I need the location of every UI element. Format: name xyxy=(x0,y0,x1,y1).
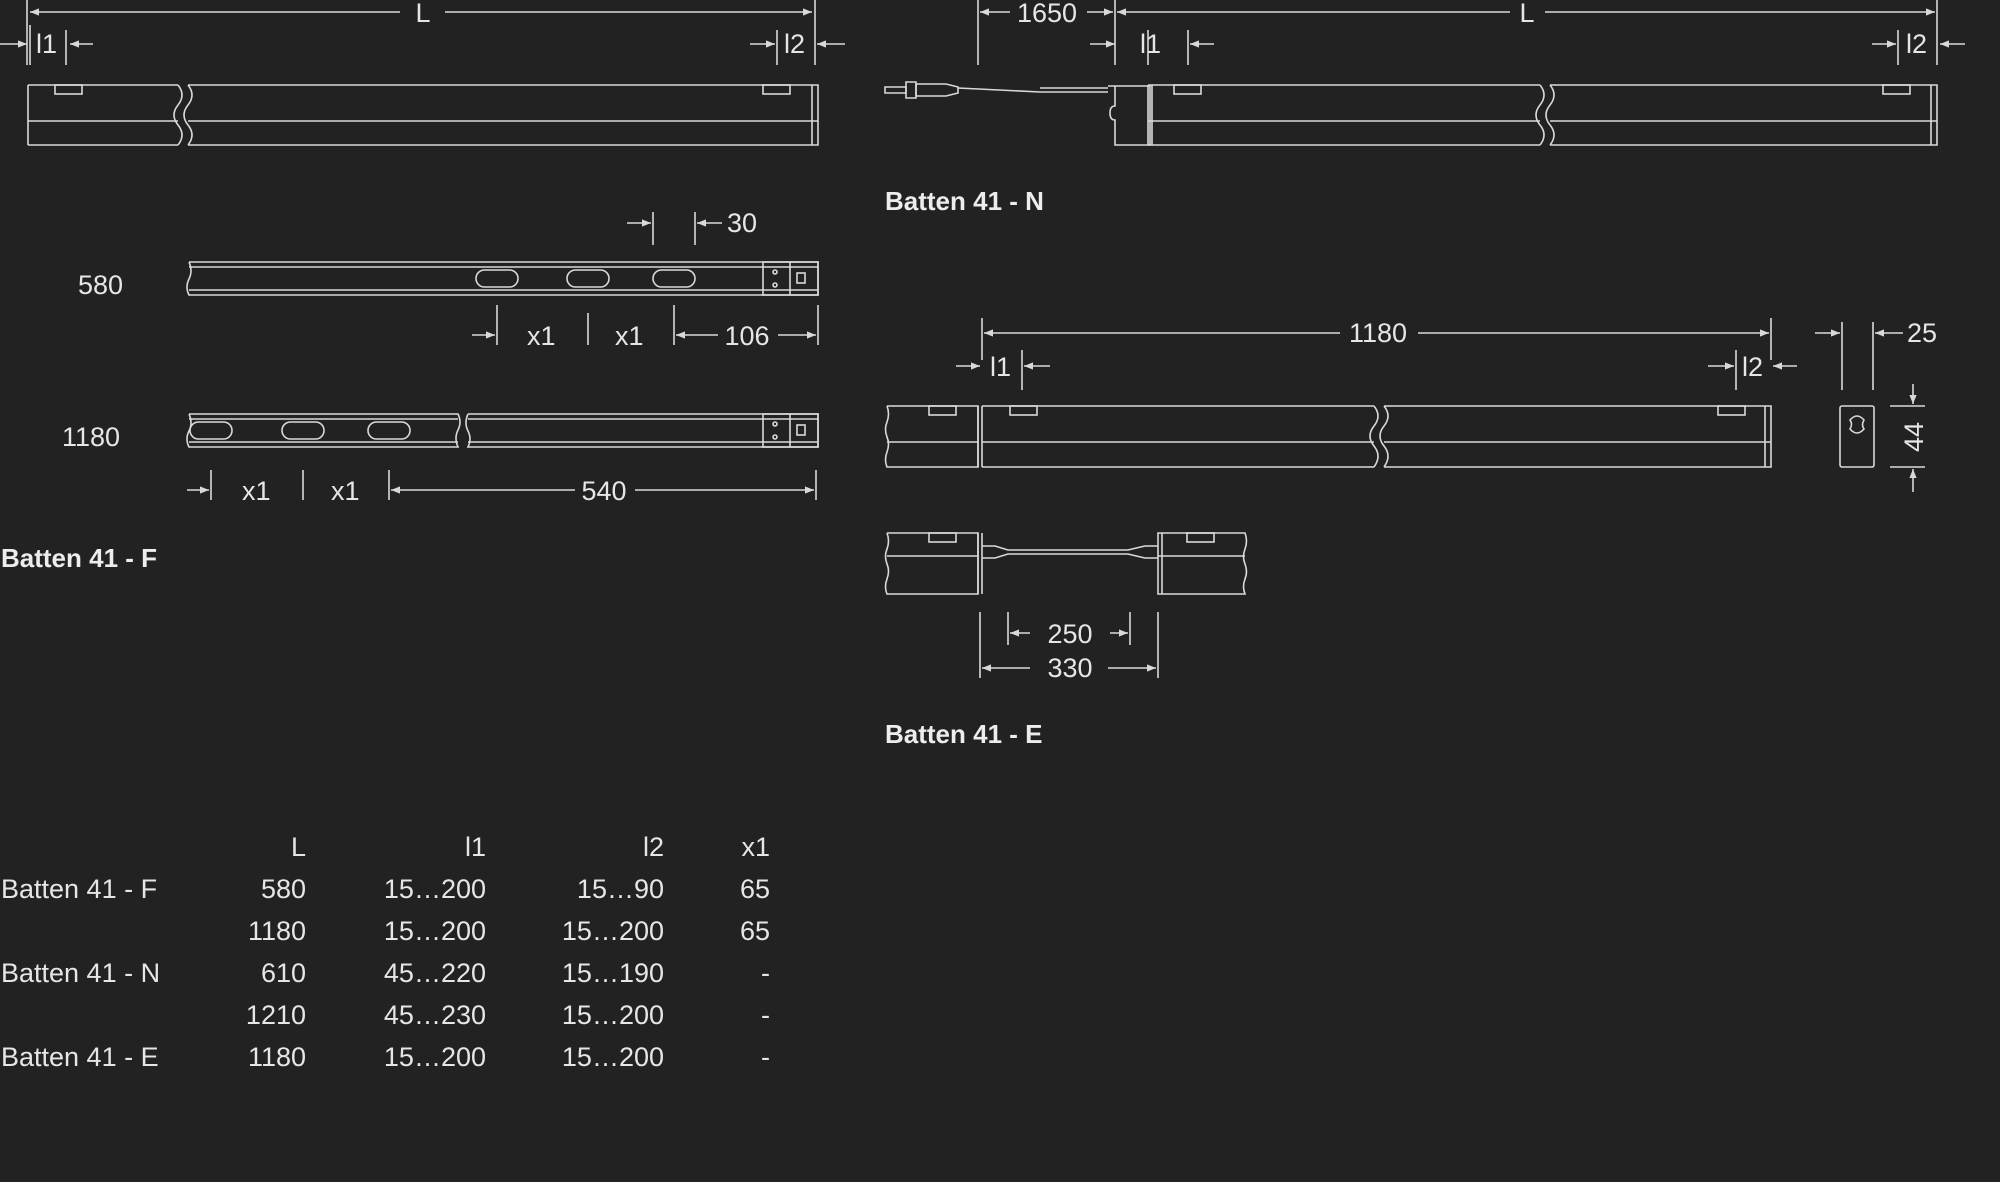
dim-l1-n: l1 xyxy=(1140,29,1161,59)
batten-f-580-profile xyxy=(186,212,819,345)
dim-1180-e: 1180 xyxy=(1349,318,1407,348)
table-row: Batten 41 - F 580 15…200 15…90 65 xyxy=(0,874,800,910)
label-1180-left: 1180 xyxy=(62,422,120,452)
heading-batten-f: Batten 41 - F xyxy=(1,543,158,573)
table-cell: 45…230 xyxy=(383,1000,486,1030)
table-cell: 45…220 xyxy=(383,958,486,988)
dim-l2-e: l2 xyxy=(1742,352,1763,382)
table-row: Batten 41 - E 1180 15…200 15…200 - xyxy=(0,1042,800,1078)
heading-batten-n: Batten 41 - N xyxy=(885,186,1044,216)
table-cell: 15…200 xyxy=(383,874,486,904)
table-cell: 580 xyxy=(260,874,306,904)
batten-n-top-view xyxy=(884,0,1965,146)
dim-x1-d: x1 xyxy=(331,476,360,506)
table-cell: - xyxy=(761,1000,770,1030)
table-cell: Batten 41 - E xyxy=(1,1042,159,1072)
dim-106: 106 xyxy=(724,321,769,351)
table-cell: 15…200 xyxy=(561,916,664,946)
table-cell: 65 xyxy=(739,874,770,904)
table-header-row: L l1 l2 x1 xyxy=(0,832,800,868)
batten-f-top-view xyxy=(0,0,845,146)
batten-f-1180-profile xyxy=(186,413,819,500)
dim-25: 25 xyxy=(1907,318,1937,348)
table-cell: 15…200 xyxy=(383,1042,486,1072)
table-header: l1 xyxy=(464,832,486,862)
table-cell: 15…200 xyxy=(383,916,486,946)
dim-L-left: L xyxy=(415,0,430,28)
table-cell: 15…200 xyxy=(561,1042,664,1072)
batten-e-profile xyxy=(884,318,1925,492)
table-header: L xyxy=(290,832,306,862)
dim-1650: 1650 xyxy=(1017,0,1077,28)
batten-e-connector xyxy=(884,532,1248,678)
label-580: 580 xyxy=(78,270,123,300)
table-cell: 1180 xyxy=(247,1042,306,1072)
heading-batten-e: Batten 41 - E xyxy=(885,719,1043,749)
table-cell: Batten 41 - F xyxy=(1,874,158,904)
dim-l1-e: l1 xyxy=(990,352,1011,382)
table-cell: 65 xyxy=(739,916,770,946)
dim-l2-left: l2 xyxy=(784,29,805,59)
dim-x1-c: x1 xyxy=(242,476,271,506)
table-row: Batten 41 - N 610 45…220 15…190 - xyxy=(0,958,800,994)
table-row: 1210 45…230 15…200 - xyxy=(0,1000,800,1036)
table-cell: 15…90 xyxy=(576,874,664,904)
dim-l1-left: l1 xyxy=(36,29,57,59)
dim-540: 540 xyxy=(581,476,626,506)
dim-x1-b: x1 xyxy=(615,321,644,351)
table-row: 1180 15…200 15…200 65 xyxy=(0,916,800,952)
table-cell: 15…200 xyxy=(561,1000,664,1030)
table-cell: Batten 41 - N xyxy=(1,958,161,988)
table-header: x1 xyxy=(741,832,770,862)
table-cell: 1180 xyxy=(247,916,306,946)
table-header: l2 xyxy=(642,832,664,862)
dim-30: 30 xyxy=(727,208,757,238)
dim-250: 250 xyxy=(1047,619,1092,649)
dim-330: 330 xyxy=(1047,653,1092,683)
table-cell: - xyxy=(761,1042,770,1072)
table-cell: 610 xyxy=(260,958,306,988)
dimension-table: L l1 l2 x1 Batten 41 - F 580 15…200 15…9… xyxy=(0,832,800,1082)
table-cell: 15…190 xyxy=(561,958,664,988)
dim-44: 44 xyxy=(1899,422,1929,452)
table-cell: - xyxy=(761,958,770,988)
table-cell: 1210 xyxy=(245,1000,306,1030)
dim-x1-a: x1 xyxy=(527,321,556,351)
dim-l2-n: l2 xyxy=(1906,29,1927,59)
dim-L-right: L xyxy=(1519,0,1534,28)
